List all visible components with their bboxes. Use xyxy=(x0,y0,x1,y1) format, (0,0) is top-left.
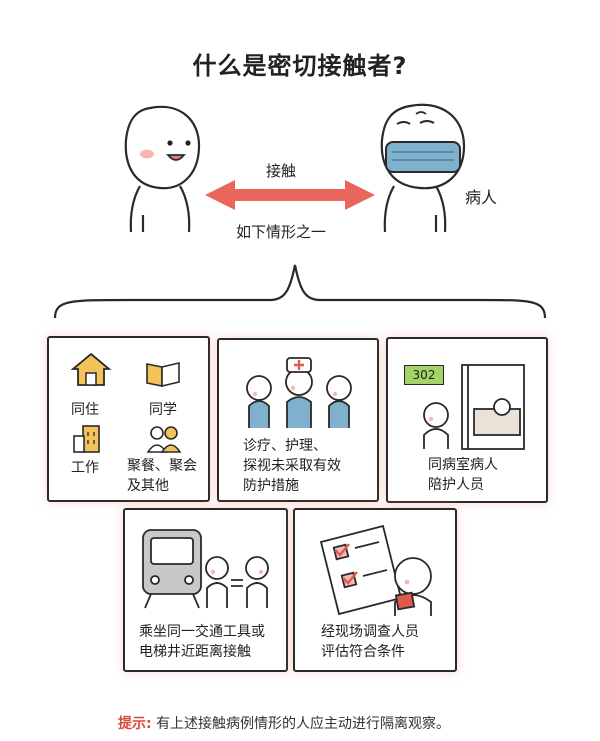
hospital-bed-icon xyxy=(423,364,525,450)
other-label: 及其他 xyxy=(127,478,169,494)
medical-line-3: 防护措施 xyxy=(243,478,299,494)
medical-line-1: 诊疗、护理、 xyxy=(243,438,327,454)
brace-shape xyxy=(53,264,547,319)
checklist-icon xyxy=(319,524,432,616)
contact-double-arrow xyxy=(205,180,375,210)
card-transport: 乘坐同一交通工具或 电梯井近距离接触 xyxy=(123,508,288,672)
office-building-icon xyxy=(73,425,100,453)
mask-icon xyxy=(385,141,461,173)
ward-line-1: 同病室病人 xyxy=(428,457,498,473)
contact-label: 接触 xyxy=(266,162,297,180)
card-hospital-ward: 302 同病室病人 陪护人员 xyxy=(386,337,548,503)
classmate-label: 同学 xyxy=(149,402,177,418)
tip-content: 有上述接触病例情形的人应主动进行隔离观察。 xyxy=(156,716,451,732)
medical-staff-icon xyxy=(246,357,352,428)
page-title: 什么是密切接触者? xyxy=(192,52,408,80)
card-assessment: 经现场调查人员 评估符合条件 xyxy=(293,508,457,672)
patient-label: 病人 xyxy=(465,188,498,207)
train-icon xyxy=(142,529,269,609)
healthy-person-figure xyxy=(124,105,201,233)
tip-text: 提示: 有上述接触病例情形的人应主动进行隔离观察。 xyxy=(118,713,450,733)
assessment-line-2: 评估符合条件 xyxy=(321,644,405,660)
contact-illustration xyxy=(53,103,547,319)
assessment-line-1: 经现场调查人员 xyxy=(321,624,419,640)
medical-line-2: 探视未采取有效 xyxy=(243,458,341,474)
room-number-sign: 302 xyxy=(404,365,444,385)
dining-label: 聚餐、聚会 xyxy=(127,458,197,474)
work-label: 工作 xyxy=(71,460,99,476)
transport-line-1: 乘坐同一交通工具或 xyxy=(139,624,265,640)
live-together-label: 同住 xyxy=(71,402,99,418)
ward-line-2: 陪护人员 xyxy=(428,477,484,493)
house-icon xyxy=(70,352,112,386)
card-medical-care: 诊疗、护理、 探视未采取有效 防护措施 xyxy=(217,338,379,502)
card-living-together: 同住 同学 工作 聚餐、聚会 及其他 xyxy=(47,336,210,502)
book-icon xyxy=(146,361,180,388)
condition-label: 如下情形之一 xyxy=(236,223,327,241)
tip-key: 提示: xyxy=(118,716,152,732)
people-dining-icon xyxy=(146,426,182,453)
transport-line-2: 电梯井近距离接触 xyxy=(139,644,251,660)
